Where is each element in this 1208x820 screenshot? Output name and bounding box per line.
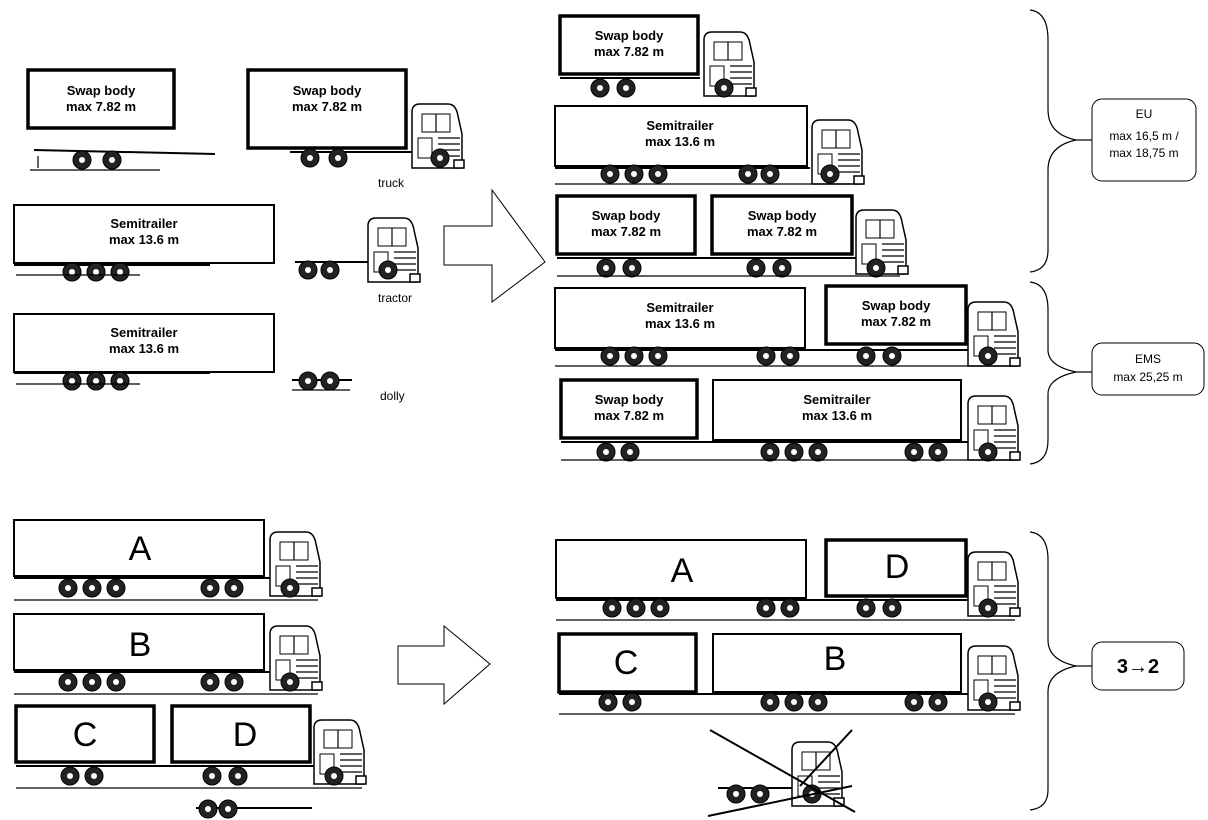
semitrailer-label: Semitrailer	[110, 216, 177, 231]
crossed-out-tractor	[707, 729, 856, 817]
combo4-swap-label: Swap body	[862, 298, 931, 313]
ems-title: EMS	[1135, 352, 1161, 366]
truck-swap-body-label: Swap body	[293, 83, 362, 98]
combo-tractor-semitrailer: Semitrailer max 13.6 m	[554, 105, 865, 185]
bottom-right-cb: C B	[557, 632, 1021, 715]
combo-truck-two-swaps: Swap body max 7.82 m Swap body max 7.82 …	[555, 194, 909, 278]
letter-b-left: B	[129, 626, 152, 664]
combo5-swap-length: max 7.82 m	[594, 408, 664, 423]
component-tractor: tractor	[295, 217, 421, 305]
eu-length-2: max 18,75 m	[1109, 146, 1178, 160]
letter-d-right: D	[885, 548, 910, 586]
combo5-semi-length: max 13.6 m	[802, 408, 872, 423]
combo5-swap-label: Swap body	[595, 392, 664, 407]
brace-ems	[1029, 281, 1077, 465]
combo4-swap-length: max 7.82 m	[861, 314, 931, 329]
ratio-text: 3→2	[1117, 656, 1159, 678]
component-dolly: dolly	[292, 371, 405, 403]
ems-length: max 25,25 m	[1113, 370, 1182, 384]
combo1-swap-length: max 7.82 m	[594, 44, 664, 59]
letter-a-left: A	[129, 530, 152, 568]
bottom-vehicle-b: B	[13, 613, 323, 695]
bottom-vehicle-cd: C D	[14, 704, 367, 789]
combo2-semi-label: Semitrailer	[646, 118, 713, 133]
combo3-swap1-label: Swap body	[592, 208, 661, 223]
tractor-caption: tractor	[378, 291, 412, 305]
combo-truck-swap: Swap body max 7.82 m	[558, 14, 757, 98]
combo4-semi-length: max 13.6 m	[645, 316, 715, 331]
eu-title: EU	[1136, 107, 1153, 121]
arrow-top	[443, 188, 546, 304]
legend-eu: EU max 16,5 m / max 18,75 m	[1091, 98, 1197, 182]
bottom-dolly	[196, 799, 312, 819]
combo1-swap-label: Swap body	[595, 28, 664, 43]
component-truck: Swap body max 7.82 m truck	[246, 68, 465, 190]
eu-length-1: max 16,5 m /	[1109, 129, 1179, 143]
swap-body-label: Swap body	[67, 83, 136, 98]
letter-b-right: B	[824, 640, 847, 678]
letter-a-right: A	[671, 552, 694, 590]
letter-c-left: C	[73, 716, 98, 754]
bottom-vehicle-a: A	[13, 519, 323, 601]
combo-ems-swap-semi: Swap body max 7.82 m Semitrailer max 13.…	[559, 378, 1021, 462]
component-semitrailer: Semitrailer max 13.6 m	[13, 204, 275, 282]
legend-ratio: 3→2	[1091, 641, 1185, 691]
brace-ratio	[1029, 531, 1077, 811]
combo-ems-semi-swap: Semitrailer max 13.6 m Swap body max 7.8…	[554, 284, 1021, 367]
letter-c-right: C	[614, 644, 639, 682]
combo3-swap1-length: max 7.82 m	[591, 224, 661, 239]
brace-eu	[1029, 9, 1077, 273]
semitrailer-length: max 13.6 m	[109, 232, 179, 247]
swap-body-length: max 7.82 m	[66, 99, 136, 114]
letter-d-left: D	[233, 716, 258, 754]
truck-swap-body-length: max 7.82 m	[292, 99, 362, 114]
component-swap-body: Swap body max 7.82 m	[26, 68, 216, 171]
truck-caption: truck	[378, 176, 405, 190]
arrow-bottom	[397, 624, 491, 706]
combo5-semi-label: Semitrailer	[803, 392, 870, 407]
bottom-right-ad: A D	[555, 538, 1021, 621]
component-semitrailer-2: Semitrailer max 13.6 m	[13, 313, 275, 391]
legend-ems: EMS max 25,25 m	[1091, 342, 1205, 396]
combo2-semi-length: max 13.6 m	[645, 134, 715, 149]
semitrailer-2-label: Semitrailer	[110, 325, 177, 340]
combo3-swap2-label: Swap body	[748, 208, 817, 223]
combo4-semi-label: Semitrailer	[646, 300, 713, 315]
dolly-caption: dolly	[380, 389, 405, 403]
combo3-swap2-length: max 7.82 m	[747, 224, 817, 239]
semitrailer-2-length: max 13.6 m	[109, 341, 179, 356]
